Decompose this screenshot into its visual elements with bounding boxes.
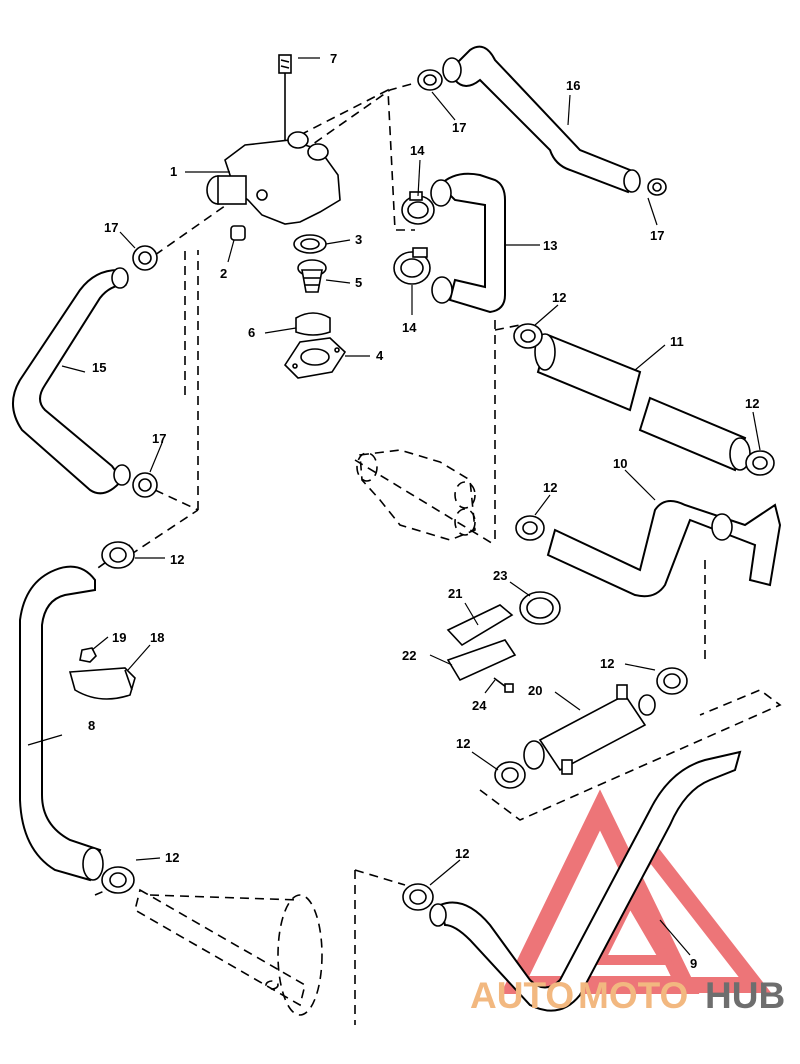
pipe-dashed bbox=[134, 888, 323, 1016]
callout-1: 1 bbox=[170, 164, 177, 179]
bracket-18 bbox=[68, 667, 136, 700]
clamp-14-lower bbox=[393, 247, 431, 285]
shield-22 bbox=[446, 639, 517, 682]
watermark-text: AUTO MOTO HUB bbox=[470, 975, 785, 1016]
callout-17-top: 17 bbox=[452, 120, 466, 135]
hose-15 bbox=[12, 267, 131, 495]
callout-4: 4 bbox=[376, 348, 384, 363]
watermark-hub: HUB bbox=[705, 975, 785, 1016]
clamp-12-d bbox=[101, 541, 135, 569]
callout-19: 19 bbox=[112, 630, 126, 645]
callout-5: 5 bbox=[355, 275, 362, 290]
callout-12-h: 12 bbox=[455, 846, 469, 861]
hose-13 bbox=[430, 172, 506, 314]
callout-16: 16 bbox=[566, 78, 580, 93]
leader-lines bbox=[27, 57, 761, 956]
callout-14-upper: 14 bbox=[410, 143, 425, 158]
callout-7: 7 bbox=[330, 51, 337, 66]
callout-12-d: 12 bbox=[170, 552, 184, 567]
clamp-12-a bbox=[513, 323, 543, 349]
clamp-12-h bbox=[402, 883, 434, 911]
clamp-23 bbox=[519, 591, 561, 625]
callout-11: 11 bbox=[670, 334, 684, 349]
gasket-4 bbox=[283, 337, 347, 379]
callout-18: 18 bbox=[150, 630, 164, 645]
callout-15: 15 bbox=[92, 360, 106, 375]
callout-10: 10 bbox=[613, 456, 627, 471]
watermark-auto: AUTO bbox=[470, 975, 574, 1016]
clamp-14-upper bbox=[401, 191, 435, 225]
callout-9: 9 bbox=[690, 956, 697, 971]
callout-22: 22 bbox=[402, 648, 416, 663]
hose-8 bbox=[19, 565, 104, 882]
clamp-12-e bbox=[656, 667, 688, 695]
callout-3: 3 bbox=[355, 232, 362, 247]
thermostat-housing-1 bbox=[206, 54, 341, 225]
nut-19 bbox=[79, 647, 97, 663]
clamp-17-top bbox=[417, 69, 443, 91]
callout-2: 2 bbox=[220, 266, 227, 281]
callout-12-c: 12 bbox=[543, 480, 557, 495]
callout-6: 6 bbox=[248, 325, 255, 340]
callout-17-right: 17 bbox=[650, 228, 664, 243]
hose-9 bbox=[429, 750, 742, 1012]
clamp-12-c bbox=[515, 515, 545, 541]
callout-20: 20 bbox=[528, 683, 542, 698]
callout-14-lower: 14 bbox=[402, 320, 417, 335]
gasket-3 bbox=[293, 234, 327, 254]
clamp-17-left bbox=[132, 245, 158, 271]
callout-12-f: 12 bbox=[456, 736, 470, 751]
callout-labels: 7 1 2 3 5 6 4 17 16 17 17 17 14 14 13 15… bbox=[88, 51, 759, 971]
callout-12-b: 12 bbox=[745, 396, 759, 411]
shield-21 bbox=[446, 604, 514, 647]
callout-24: 24 bbox=[472, 698, 487, 713]
plug-2 bbox=[230, 225, 246, 241]
callout-12-a: 12 bbox=[552, 290, 566, 305]
hose-10 bbox=[546, 500, 782, 598]
clamp-12-g bbox=[101, 866, 135, 894]
callout-23: 23 bbox=[493, 568, 507, 583]
callout-21: 21 bbox=[448, 586, 462, 601]
callout-12-g: 12 bbox=[165, 850, 179, 865]
callout-17-left: 17 bbox=[104, 220, 118, 235]
screw-24 bbox=[493, 677, 514, 693]
hose-16 bbox=[442, 45, 641, 194]
callout-8: 8 bbox=[88, 718, 95, 733]
callout-13: 13 bbox=[543, 238, 557, 253]
seal-6 bbox=[295, 312, 331, 336]
clamp-12-b bbox=[745, 450, 775, 476]
manifold-dashed bbox=[356, 449, 476, 541]
thermostat-5 bbox=[297, 259, 327, 293]
callout-17-bottom: 17 bbox=[152, 431, 166, 446]
clamp-17-bottom bbox=[132, 472, 158, 498]
hose-11 bbox=[534, 333, 751, 472]
clamp-17-right bbox=[647, 178, 667, 196]
cooler-20 bbox=[523, 684, 656, 775]
clamp-12-f bbox=[494, 761, 526, 789]
watermark-moto: MOTO bbox=[578, 975, 688, 1016]
callout-12-e: 12 bbox=[600, 656, 614, 671]
